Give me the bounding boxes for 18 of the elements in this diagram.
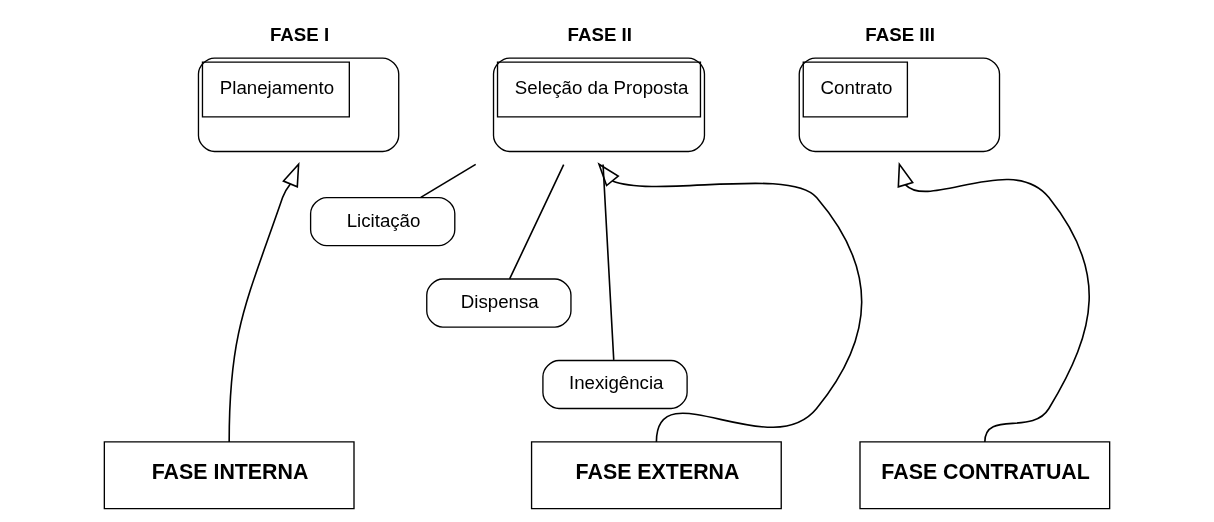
- node-label: FASE II: [567, 23, 633, 45]
- node-box: Licitação: [309, 196, 456, 247]
- arrow: [597, 162, 863, 443]
- node-box: Inexigência: [542, 359, 688, 410]
- arrow: [228, 161, 300, 443]
- node-label: FASE III: [865, 23, 935, 45]
- node-box: FASE EXTERNA: [530, 441, 782, 510]
- node-label: FASE I: [269, 23, 330, 45]
- node-box: Contrato: [798, 57, 1001, 153]
- node-box: Planejamento: [197, 57, 400, 153]
- connector: [508, 163, 565, 280]
- node-box: Dispensa: [426, 278, 572, 328]
- connector: [420, 163, 477, 199]
- node-box: FASE CONTRATUAL: [859, 441, 1111, 510]
- arrow: [897, 161, 1090, 443]
- connector: [602, 163, 615, 361]
- node-box: Seleção da Proposta: [492, 57, 706, 153]
- node-box: FASE INTERNA: [103, 441, 355, 510]
